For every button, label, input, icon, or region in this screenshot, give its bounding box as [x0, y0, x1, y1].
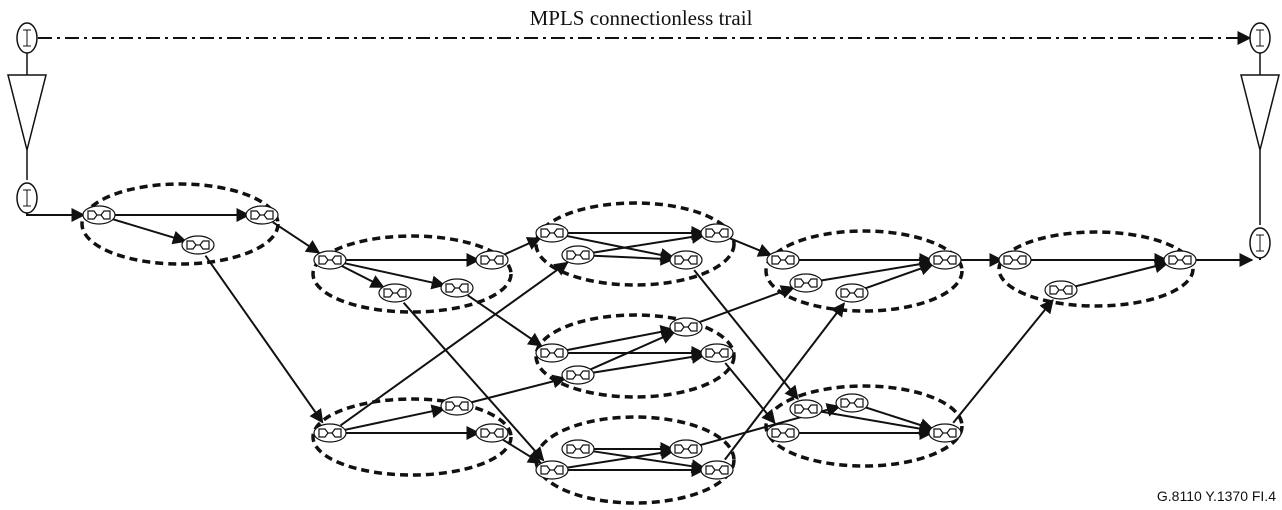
connection-point-a3	[181, 235, 215, 255]
connection-point-c4	[669, 250, 703, 270]
subnetwork-8	[997, 230, 1195, 308]
connection-point-i3	[789, 399, 823, 419]
connection-point-c3	[561, 245, 595, 265]
connection-point-e3	[440, 396, 474, 416]
connection-point-d1	[535, 343, 569, 363]
link-g4-g2	[863, 261, 935, 290]
adaptation-triangle-left	[7, 74, 47, 151]
connection-point-i4	[835, 393, 869, 413]
connection-point-f1	[535, 460, 569, 480]
link-b1-b3	[341, 264, 385, 289]
link-i2-h3	[952, 299, 1054, 424]
connection-point-g4	[835, 283, 869, 303]
link-e1-c3	[339, 261, 569, 427]
link-g3-g2	[818, 257, 934, 282]
connection-point-g3	[789, 273, 823, 293]
connection-point-g2	[928, 250, 962, 270]
connection-point-a1	[82, 205, 116, 225]
link-c3-c4	[590, 251, 675, 266]
connection-point-h1	[998, 250, 1032, 270]
connection-point-g1	[766, 250, 800, 270]
connection-point-i2	[928, 423, 962, 443]
link-e1-e3	[342, 404, 446, 432]
connection-point-b1	[313, 250, 347, 270]
link-h3-h2	[1073, 259, 1169, 288]
diagram-title: MPLS connectionless trail	[529, 6, 753, 30]
link-i3-i2	[818, 410, 934, 436]
link-a1-a3	[111, 217, 187, 245]
connection-point-f4	[669, 439, 703, 459]
subnetwork-4	[534, 313, 736, 399]
subnetwork-6	[534, 415, 736, 505]
link-d2-i1	[724, 362, 776, 425]
connection-point-e1	[313, 423, 347, 443]
connection-point-f2	[700, 460, 734, 480]
link-c1-c4	[564, 234, 675, 262]
link-b4-d1	[467, 294, 543, 347]
figure-identifier: G.8110 Y.1370 FI.4	[1156, 488, 1276, 504]
connection-point-h3	[1044, 280, 1078, 300]
connection-point-d3	[669, 317, 703, 337]
link-d3-g3	[697, 285, 796, 324]
link-f1-f4	[564, 446, 675, 469]
link-b1-b4	[342, 261, 446, 290]
connection-point-f3	[561, 439, 595, 459]
connection-point-c2	[700, 223, 734, 243]
link-d4-d3	[589, 331, 676, 371]
connection-point-i1	[766, 423, 800, 443]
connection-point-e2	[475, 423, 509, 443]
left-termination	[7, 22, 47, 215]
link-c3-c2	[590, 230, 706, 254]
link-f3-f2	[590, 449, 706, 474]
link-e3-d4	[469, 374, 567, 404]
connection-point-h2	[1163, 250, 1197, 270]
link-e2-f1	[502, 438, 543, 465]
link-c2-g1	[728, 236, 773, 257]
subnetwork-5	[311, 397, 513, 477]
link-b3-f1	[402, 302, 545, 462]
link-a3-e1	[204, 255, 324, 424]
adaptation-triangle-right	[1240, 74, 1280, 151]
subnetwork-1	[80, 182, 280, 266]
link-c4-i3	[693, 269, 799, 400]
connection-point-d2	[700, 343, 734, 363]
link-d4-d2	[590, 350, 706, 374]
connection-point-b3	[378, 283, 412, 303]
subnetwork-3	[534, 201, 736, 287]
link-a2-b1	[272, 221, 321, 254]
subnetwork-7	[764, 229, 964, 313]
connection-point-b2	[475, 250, 509, 270]
connection-point-b4	[440, 278, 474, 298]
connection-point-a2	[245, 205, 279, 225]
subnetwork-2	[311, 234, 513, 314]
link-d1-d3	[564, 325, 675, 352]
link-i4-i2	[864, 406, 934, 432]
link-b2-c1	[503, 237, 542, 256]
connection-point-d4	[561, 365, 595, 385]
connection-point-c1	[535, 223, 569, 243]
right-termination	[1240, 22, 1280, 259]
link-ingress	[26, 208, 86, 222]
